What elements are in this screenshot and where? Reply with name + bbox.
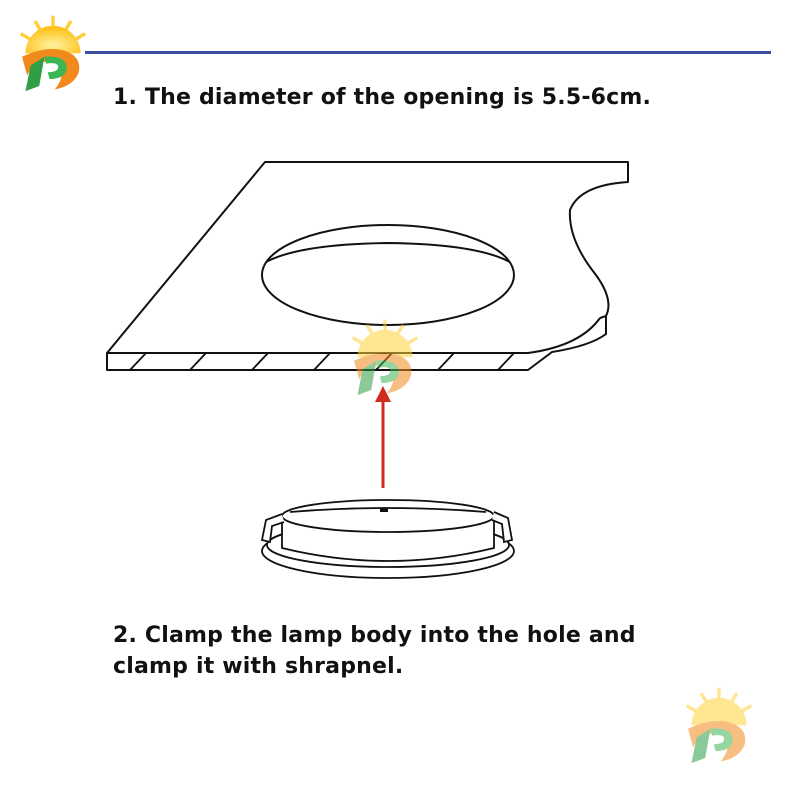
step-2-text: 2. Clamp the lamp body into the hole and… (113, 623, 636, 679)
header-divider (85, 51, 771, 54)
corner-logo-icon (686, 687, 752, 764)
step-1-text: 1. The diameter of the opening is 5.5-6c… (113, 85, 652, 110)
brand-logo-icon (20, 15, 86, 92)
downlight-lamp (260, 499, 515, 579)
ceiling-opening (261, 224, 515, 326)
up-arrow-icon (375, 386, 391, 488)
watermark-logo-icon (352, 319, 418, 396)
